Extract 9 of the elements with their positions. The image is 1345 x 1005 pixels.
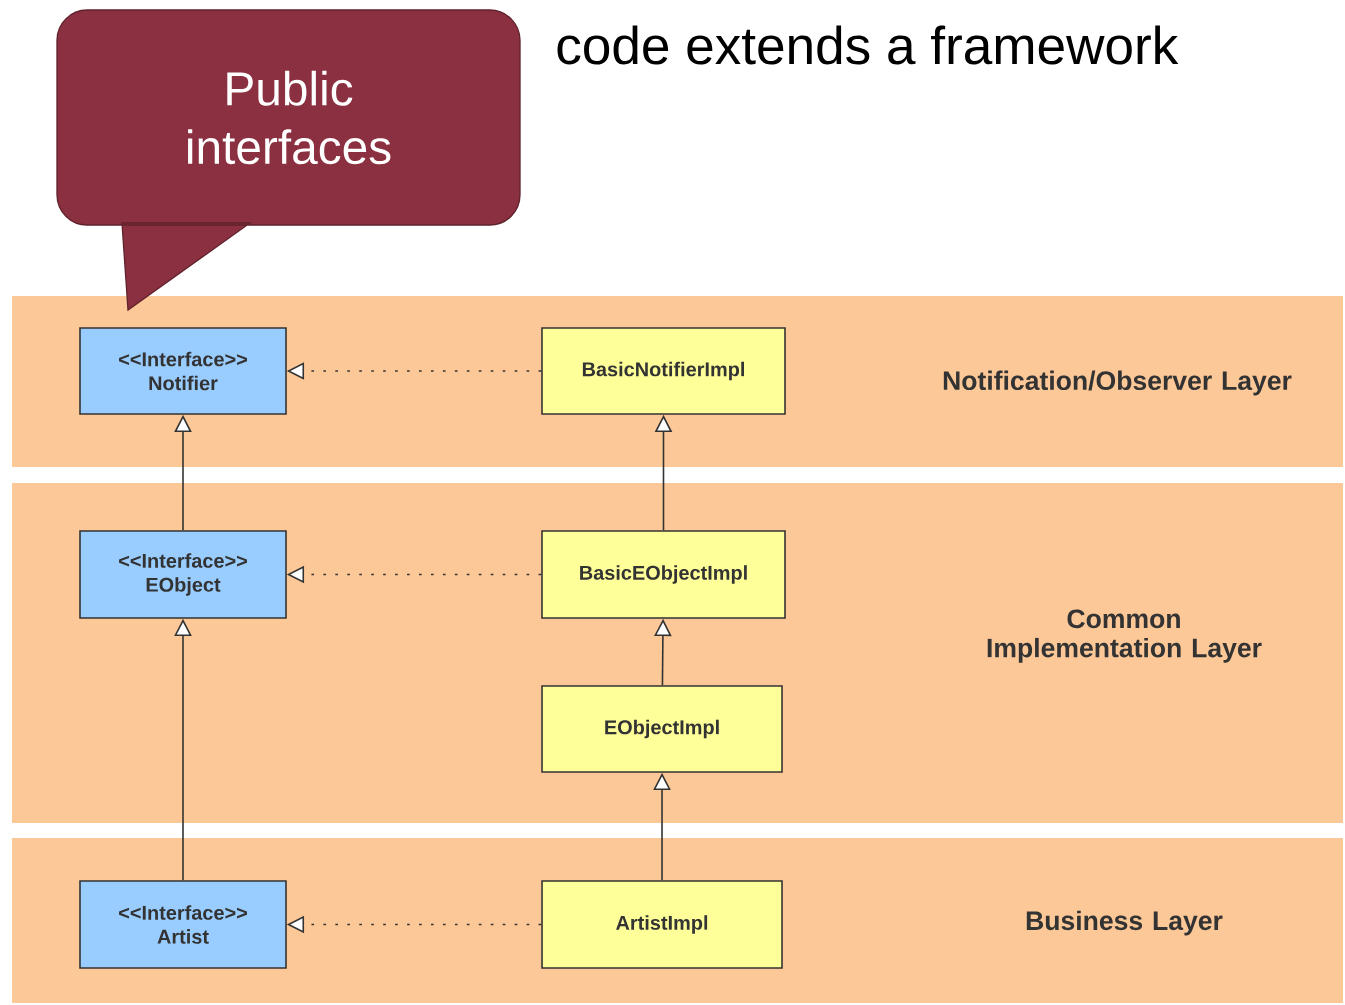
class-box: ArtistImpl — [541, 880, 783, 969]
class-box: <<Interface>> Notifier — [79, 327, 287, 415]
callout-bubble: Public interfaces — [56, 9, 521, 311]
class-box: <<Interface>> Artist — [79, 880, 287, 969]
class-box: EObjectImpl — [541, 685, 783, 773]
class-box: <<Interface>> EObject — [79, 530, 287, 619]
slide-title: code extends a framework — [557, 25, 1179, 65]
class-box: BasicEObjectImpl — [541, 530, 786, 619]
class-box: BasicNotifierImpl — [541, 327, 786, 415]
